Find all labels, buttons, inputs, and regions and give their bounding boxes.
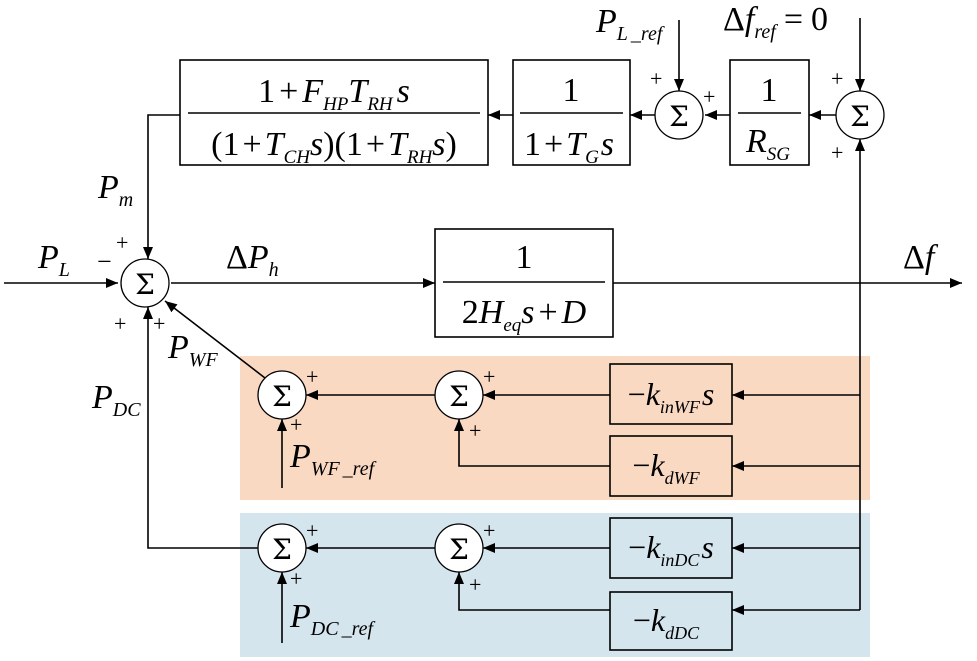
sign-main-pdc: +: [114, 311, 126, 336]
connection-wires: [4, 18, 962, 643]
svg-text:Σ: Σ: [135, 268, 155, 301]
wire-pwf: [164, 300, 266, 379]
svg-text:Σ: Σ: [449, 380, 469, 413]
sign-main-pm: +: [116, 230, 128, 255]
kdwf-block: −kdWF: [609, 435, 733, 497]
sign-main-pwf: +: [153, 311, 165, 336]
wire-pdc: [143, 307, 258, 549]
turbine-denominator: (1+TCHs)(1+TRHs): [211, 126, 457, 168]
label-pwf-ref: PWF_ref: [289, 438, 377, 480]
kddc-block: −kdDC: [609, 591, 733, 651]
sign-wfouter-right: +: [306, 364, 318, 389]
sign-main-pl: −: [97, 247, 112, 276]
sign-gov-droop: +: [703, 84, 715, 109]
svg-text:Σ: Σ: [449, 533, 469, 566]
label-pl: PL: [37, 239, 70, 281]
label-pwf: PWF: [167, 329, 218, 371]
system-denominator: 2Heqs+D: [462, 294, 587, 336]
wire-kddc-to-sum: [454, 572, 610, 611]
label-df: Δf: [903, 239, 939, 276]
label-pm: Pm: [97, 169, 133, 211]
sum-main: Σ: [120, 258, 170, 308]
sum-frequency-ref: Σ: [835, 90, 885, 140]
label-pl-ref: PL_ref: [595, 3, 665, 45]
kindc-block: −kinDCs: [609, 517, 733, 579]
svg-text:Σ: Σ: [850, 100, 870, 133]
dc-link-band: [240, 513, 870, 657]
governor-block: 1 1+TGs: [512, 59, 631, 168]
signal-labels: PL Pm ΔPh Δf PWF PDC PL_ref Δfref=0 PWF_…: [37, 1, 939, 640]
sign-fref-bottom: +: [831, 140, 843, 165]
governor-denominator: 1+TGs: [524, 126, 614, 168]
sign-fref-top: +: [831, 66, 843, 91]
droop-denominator: RSG: [745, 123, 790, 165]
sign-gov-ref: +: [650, 66, 662, 91]
system-inertia-block: 1 2Heqs+D: [434, 228, 614, 338]
system-numerator: 1: [516, 239, 533, 276]
kdwf-label: −kdWF: [632, 447, 700, 488]
kinwf-label: −kinWFs: [628, 376, 715, 417]
sign-labels: + − + + + + + + + + + + + + + +: [97, 66, 843, 597]
droop-numerator: 1: [761, 72, 778, 109]
governor-numerator: 1: [563, 72, 580, 109]
sign-wfinner-bottom: +: [469, 418, 481, 443]
sum-dc-outer: Σ: [257, 523, 307, 573]
kddc-label: −kdDC: [633, 602, 700, 643]
svg-text:Σ: Σ: [272, 533, 292, 566]
sum-wf-outer: Σ: [257, 370, 307, 420]
wire-pm: [143, 114, 180, 259]
sign-dcouter-right: +: [306, 518, 318, 543]
sum-wf-inner: Σ: [434, 370, 484, 420]
sign-dcinner-right: +: [483, 518, 495, 543]
label-dph: ΔPh: [226, 239, 279, 281]
sign-wfouter-bottom: +: [290, 412, 302, 437]
sign-dcinner-bottom: +: [469, 572, 481, 597]
sign-dcouter-bottom: +: [290, 566, 302, 591]
kindc-label: −kinDCs: [628, 529, 714, 570]
wire-kdwf-to-sum: [454, 419, 610, 467]
sum-dc-inner: Σ: [434, 523, 484, 573]
label-pdc: PDC: [91, 379, 141, 421]
sum-governor: Σ: [654, 90, 704, 140]
wind-farm-band: [240, 356, 870, 500]
kinwf-block: −kinWFs: [609, 363, 733, 425]
label-pdc-ref: PDC_ref: [289, 598, 375, 640]
svg-text:Σ: Σ: [272, 380, 292, 413]
droop-block: 1 RSG: [729, 59, 810, 166]
sign-wfinner-right: +: [483, 364, 495, 389]
svg-text:Σ: Σ: [669, 100, 689, 133]
label-df-ref: Δfref=0: [723, 1, 828, 43]
